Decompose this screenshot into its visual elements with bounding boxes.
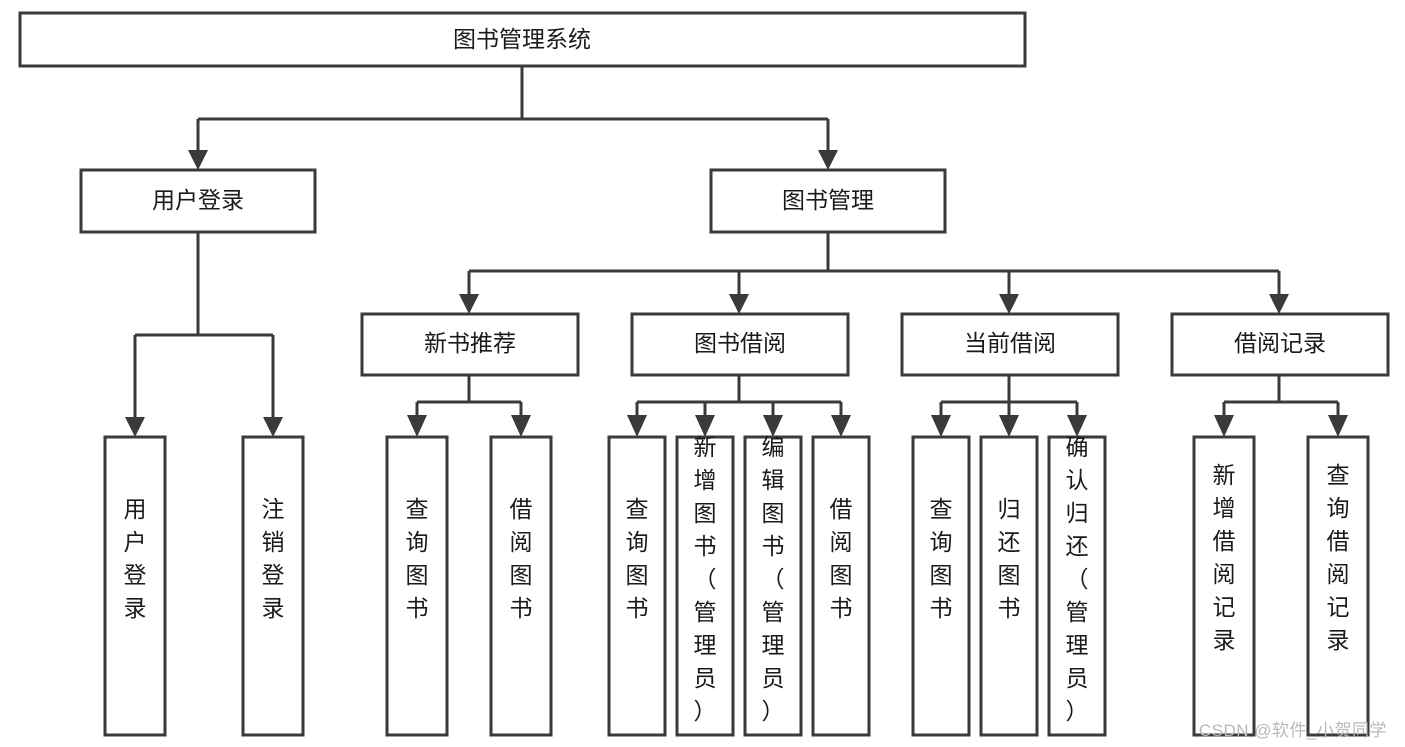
arrow-head-icon <box>188 150 208 170</box>
leaf-query-book-3-box[interactable] <box>911 435 971 737</box>
node-book-management-label: 图书管理 <box>782 187 874 213</box>
leaf-edit-book-admin-label: 编辑图书（管理员） <box>762 434 785 724</box>
leaf-confirm-return-admin-box[interactable] <box>1047 435 1107 737</box>
leaf-query-borrow-record-box[interactable] <box>1306 435 1370 737</box>
leaf-query-book-1-box[interactable] <box>385 435 449 737</box>
node-root-system[interactable]: 图书管理系统 <box>18 11 1027 68</box>
leaf-node[interactable]: 查询图书 <box>607 435 667 737</box>
leaf-return-book-box[interactable] <box>979 435 1039 737</box>
arrow-head-icon <box>511 415 531 437</box>
leaf-node[interactable]: 新增借阅记录 <box>1192 435 1256 737</box>
leaf-query-book-1-label: 查询图书 <box>406 496 429 621</box>
leaf-query-book-2-box[interactable] <box>607 435 667 737</box>
arrow-head-icon <box>999 294 1019 314</box>
node-borrow-record-box[interactable] <box>1170 312 1390 377</box>
leaf-borrow-book-1-label: 借阅图书 <box>510 496 533 621</box>
leaf-add-book-admin-box[interactable] <box>675 435 735 737</box>
leaf-borrow-book-2-label: 借阅图书 <box>830 496 853 621</box>
node-new-book-recommend[interactable]: 新书推荐 <box>360 312 580 377</box>
leaf-logout-box[interactable] <box>241 435 305 737</box>
arrow-head-icon <box>627 415 647 437</box>
node-current-borrow[interactable]: 当前借阅 <box>900 312 1120 377</box>
node-user-login-label: 用户登录 <box>152 187 244 213</box>
leaf-borrow-book-2-box[interactable] <box>811 435 871 737</box>
node-new-book-recommend-label: 新书推荐 <box>424 330 516 356</box>
arrow-head-icon <box>729 294 749 314</box>
leaf-node[interactable]: 查询借阅记录 <box>1306 435 1370 737</box>
node-book-management[interactable]: 图书管理 <box>709 168 947 234</box>
leaf-node[interactable]: 归还图书 <box>979 435 1039 737</box>
node-current-borrow-label: 当前借阅 <box>964 330 1056 356</box>
leaf-node[interactable]: 查询图书 <box>385 435 449 737</box>
node-borrow-record-label: 借阅记录 <box>1234 330 1326 356</box>
node-book-borrow-box[interactable] <box>630 312 850 377</box>
leaf-add-book-admin-label: 新增图书（管理员） <box>694 434 717 724</box>
arrow-head-icon <box>831 415 851 437</box>
node-root-box[interactable] <box>18 11 1027 68</box>
leaf-logout-label: 注销登录 <box>262 496 285 621</box>
arrow-head-icon <box>407 415 427 437</box>
leaf-edit-book-admin-box[interactable] <box>743 435 803 737</box>
leaf-return-book-label: 归还图书 <box>998 496 1021 621</box>
connector-layer <box>125 66 1348 437</box>
leaf-query-book-3-label: 查询图书 <box>930 496 953 621</box>
leaf-add-borrow-record-label: 新增借阅记录 <box>1213 462 1236 653</box>
arrow-head-icon <box>695 415 715 437</box>
arrow-head-icon <box>931 415 951 437</box>
node-book-borrow[interactable]: 图书借阅 <box>630 312 850 377</box>
leaf-add-borrow-record-box[interactable] <box>1192 435 1256 737</box>
leaf-node[interactable]: 确认归还（管理员） <box>1047 434 1107 737</box>
node-book-management-box[interactable] <box>709 168 947 234</box>
arrow-head-icon <box>763 415 783 437</box>
node-user-login[interactable]: 用户登录 <box>79 168 317 234</box>
leaf-borrow-book-1-box[interactable] <box>489 435 553 737</box>
arrow-head-icon <box>459 294 479 314</box>
node-current-borrow-box[interactable] <box>900 312 1120 377</box>
leaf-query-book-2-label: 查询图书 <box>626 496 649 621</box>
node-root-label: 图书管理系统 <box>453 26 591 52</box>
node-user-login-box[interactable] <box>79 168 317 234</box>
leaf-node[interactable]: 查询图书 <box>911 435 971 737</box>
leaf-node[interactable]: 注销登录 <box>241 435 305 737</box>
leaf-node[interactable]: 借阅图书 <box>489 435 553 737</box>
node-borrow-record[interactable]: 借阅记录 <box>1170 312 1390 377</box>
leaf-query-borrow-record-label: 查询借阅记录 <box>1327 462 1350 653</box>
leaf-node[interactable]: 新增图书（管理员） <box>675 434 735 737</box>
arrow-head-icon <box>1067 415 1087 437</box>
leaf-confirm-return-admin-label: 确认归还（管理员） <box>1066 434 1089 724</box>
arrow-head-icon <box>1214 415 1234 437</box>
node-new-book-recommend-box[interactable] <box>360 312 580 377</box>
leaf-node[interactable]: 借阅图书 <box>811 435 871 737</box>
leaf-node[interactable]: 编辑图书（管理员） <box>743 434 803 737</box>
leaf-user-login-box[interactable] <box>103 435 167 737</box>
arrow-head-icon <box>263 417 283 437</box>
leaf-user-login-label: 用户登录 <box>124 496 147 621</box>
node-book-borrow-label: 图书借阅 <box>694 330 786 356</box>
arrow-head-icon <box>1328 415 1348 437</box>
arrow-head-icon <box>999 415 1019 437</box>
arrow-head-icon <box>1269 294 1289 314</box>
leaf-node[interactable]: 用户登录 <box>103 435 167 737</box>
arrow-head-icon <box>818 150 838 170</box>
arrow-head-icon <box>125 417 145 437</box>
